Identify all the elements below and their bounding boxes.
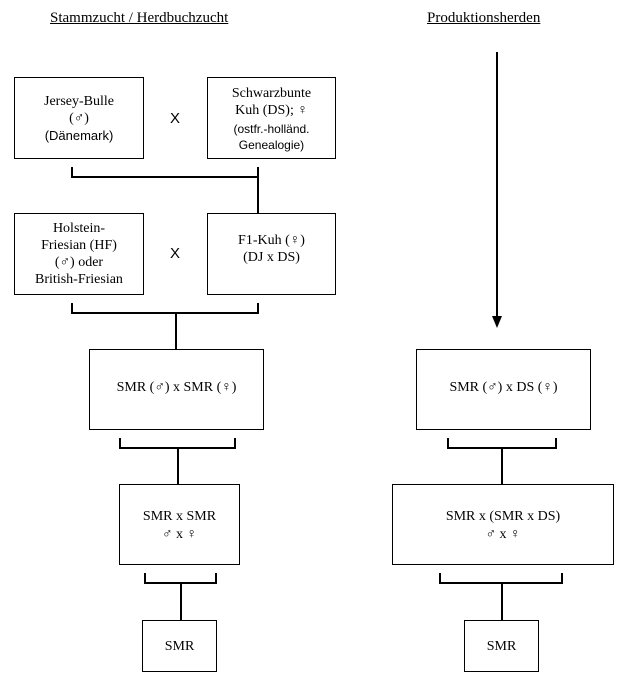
box-smr-left-2-line1: SMR x SMR: [142, 509, 217, 524]
box-smr-right-3-line1: SMR: [486, 639, 517, 654]
box-smr-left-3: SMR: [142, 620, 217, 672]
box-smr-right-2-line1: SMR x (SMR x DS): [445, 509, 561, 524]
box-smr-right-1-line1: SMR (♂) x DS (♀): [449, 380, 558, 395]
box-jersey-line2: (♂): [69, 111, 89, 126]
box-smr-right-2: SMR x (SMR x DS) ♂ x ♀: [392, 484, 614, 565]
arrow-head: [492, 316, 502, 328]
box-smr-left-2: SMR x SMR ♂ x ♀: [119, 484, 240, 565]
box-smr-left-2-line2: ♂ x ♀: [162, 527, 197, 542]
cross-symbol-row2: X: [170, 245, 181, 262]
bracket-row1: [71, 167, 259, 178]
bracket-right-smr1: [447, 438, 557, 449]
box-schwarzbunte-line1: Schwarzbunte: [231, 86, 312, 101]
box-smr-left-1-line1: SMR (♂) x SMR (♀): [116, 380, 237, 395]
box-schwarzbunte-line2: Kuh (DS); ♀: [235, 103, 308, 118]
box-jersey-line1: Jersey-Bulle: [44, 94, 114, 109]
box-f1-line1: F1-Kuh (♀): [238, 233, 305, 248]
heading-right: Produktionsherden: [427, 10, 541, 26]
box-smr-right-1: SMR (♂) x DS (♀): [416, 349, 591, 430]
box-schwarzbunte-kuh: Schwarzbunte Kuh (DS); ♀ (ostfr.-holländ…: [207, 77, 336, 159]
box-jersey-bulle: Jersey-Bulle (♂) (Dänemark): [14, 77, 144, 159]
box-smr-left-1: SMR (♂) x SMR (♀): [89, 349, 264, 430]
box-smr-right-2-line2: ♂ x ♀: [485, 527, 521, 542]
bracket-left-smr1: [119, 438, 236, 449]
box-schwarzbunte-line3: (ostfr.-holländ.: [233, 122, 310, 136]
heading-left: Stammzucht / Herdbuchzucht: [50, 10, 229, 26]
box-schwarzbunte-line4: Genealogie): [238, 138, 305, 152]
box-holstein-friesian: Holstein- Friesian (HF) (♂) oder British…: [14, 213, 144, 295]
bracket-row2: [71, 303, 259, 314]
box-smr-left-3-line1: SMR: [164, 639, 195, 654]
box-holstein-line3: (♂) oder: [54, 255, 104, 270]
box-holstein-line1: Holstein-: [52, 221, 106, 236]
bracket-left-smr2: [144, 573, 217, 584]
cross-symbol-row1: X: [170, 110, 181, 127]
box-f1-line2: (DJ x DS): [243, 250, 300, 265]
box-holstein-line2: Friesian (HF): [41, 238, 117, 253]
box-f1-kuh: F1-Kuh (♀) (DJ x DS): [207, 213, 336, 295]
box-smr-right-3: SMR: [464, 620, 539, 672]
box-jersey-line3: (Dänemark): [44, 128, 114, 143]
box-holstein-line4: British-Friesian: [35, 272, 123, 287]
bracket-right-smr2: [439, 573, 563, 584]
